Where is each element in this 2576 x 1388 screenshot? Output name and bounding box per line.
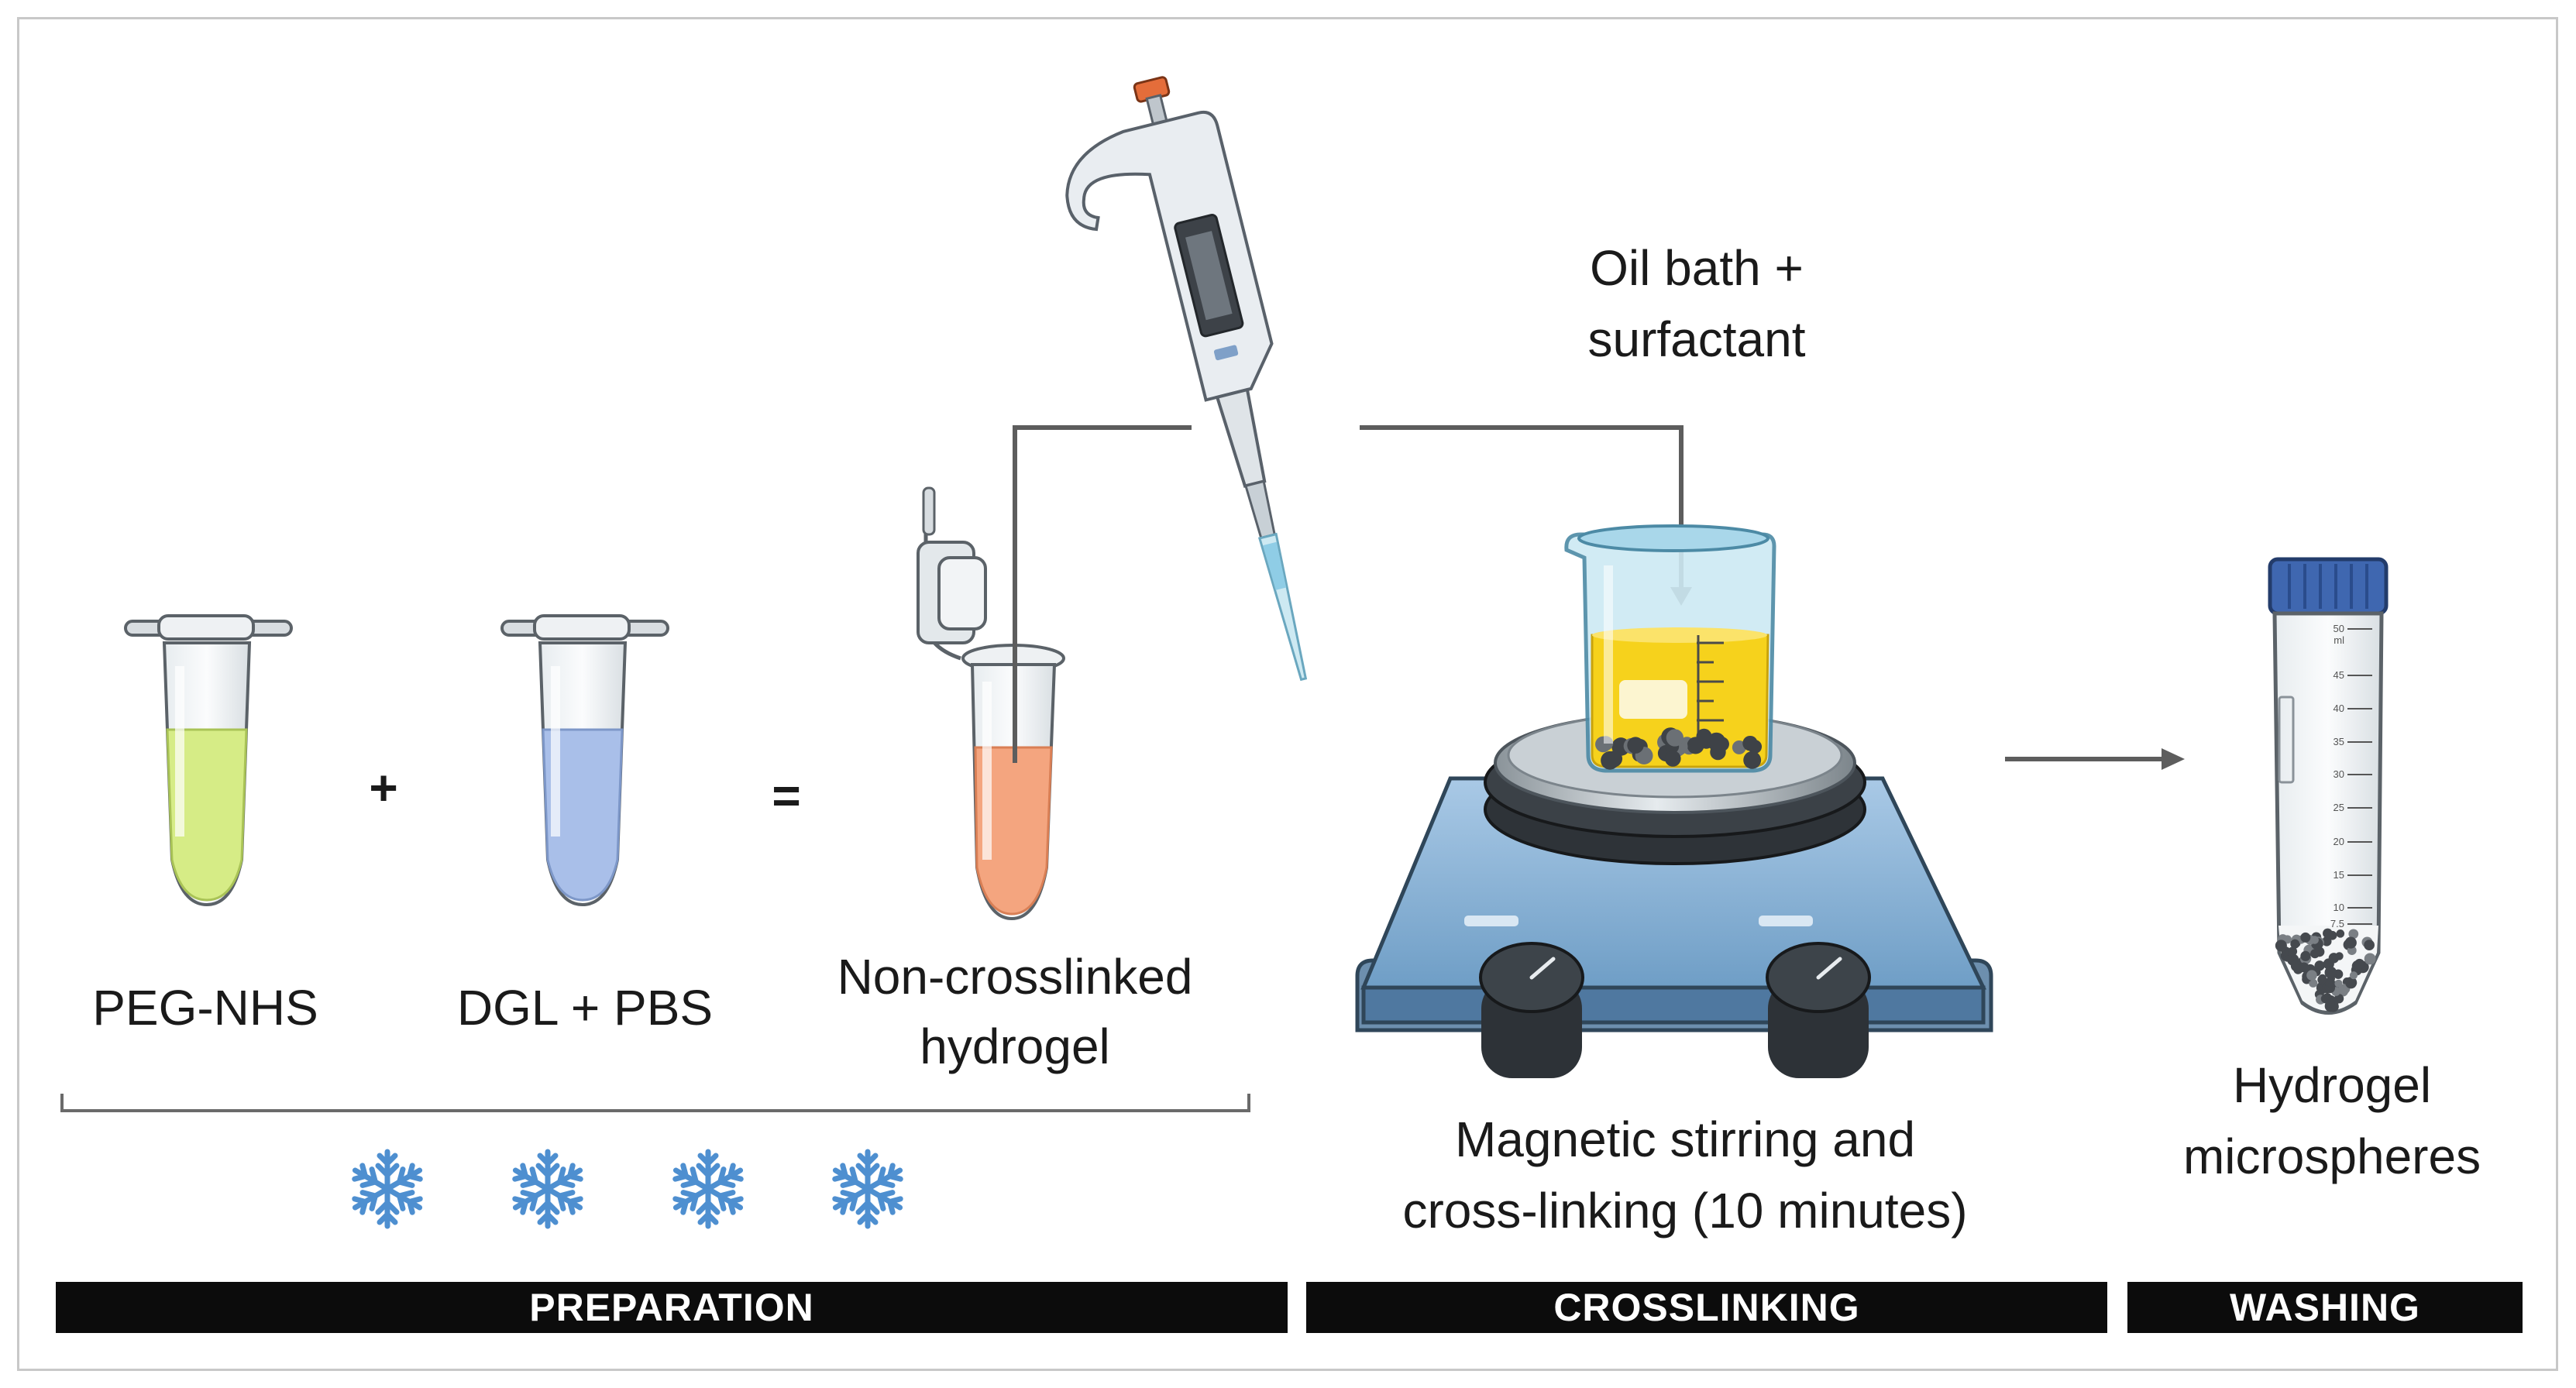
stirring-label-line2: cross-linking (10 minutes) [1402,1183,1968,1239]
bead [1743,751,1762,769]
stirrer-knob-left [1479,942,1584,1078]
microsphere [2323,928,2333,939]
microsphere [2314,960,2325,971]
microsphere [2364,940,2375,950]
bead [1607,753,1622,768]
microsphere [2324,966,2337,979]
microsphere [2335,952,2344,960]
bead [1696,731,1711,745]
hydrogel-beads-in-beaker [1595,727,1763,770]
beaker-illustration [1564,524,1776,773]
equals-operator: = [772,768,801,823]
snowflake-icon [671,1152,745,1226]
microsphere [2322,936,2332,947]
microsphere [2310,949,2320,959]
graduation-label: 10 [2334,902,2344,913]
bead [1707,732,1726,751]
oil-bath-label-line2: surfactant [1587,311,1806,367]
pipette-illustration [1065,76,1308,682]
graduation-label: 50 [2334,623,2344,634]
step-bar-washing: WASHING [2127,1282,2523,1333]
snowflake-icon [511,1152,584,1226]
microsphere [2310,936,2319,944]
oil-bath-label-line1: Oil bath + [1590,240,1804,296]
non-crosslinked-label-line1: Non-crosslinked [837,949,1193,1005]
dgl-pbs-label: DGL + PBS [456,980,714,1036]
microsphere [2344,936,2357,949]
stirring-label-line1: Magnetic stirring and [1454,1111,1916,1167]
plus-operator: + [369,760,398,816]
flow-arrow-to-washing [2005,748,2185,770]
graduation-label: 40 [2334,703,2344,714]
step-bar-crosslinking: CROSSLINKING [1306,1282,2107,1333]
stirrer-knob-right [1766,942,1871,1078]
microsphere [2336,929,2345,938]
graduation-label: 20 [2334,836,2344,847]
graduation-label: 15 [2334,869,2344,881]
graduation-label: 30 [2334,768,2344,780]
peg-nhs-tube [124,614,293,907]
graduation-label: 7.5 [2330,918,2344,929]
hydrogel-microspheres-in-tube [2275,928,2376,1012]
microsphere [2299,962,2309,973]
bead [1742,735,1758,751]
bead [1666,729,1684,747]
step-bar-preparation: PREPARATION [56,1282,1288,1333]
peg-nhs-label: PEG-NHS [92,980,318,1036]
graduation-label: 45 [2334,669,2344,681]
microsphere [2300,950,2311,961]
microsphere [2364,953,2376,965]
bead [1732,740,1746,754]
hydrogel-tube [917,486,1065,921]
dgl-pbs-tube [500,614,669,907]
snowflake-icon [350,1152,424,1226]
flow-connector [1013,425,1684,763]
microsphere [2306,970,2317,981]
graduation-label: 25 [2334,802,2344,813]
microsphere [2275,940,2287,952]
snowflake-icon [831,1152,904,1226]
microsphere [2317,975,2327,984]
bead [1627,737,1644,754]
microsphere [2309,978,2318,988]
microsphere [2290,939,2300,949]
microsphere [2334,979,2343,988]
non-crosslinked-label-line2: hydrogel [920,1019,1110,1074]
microsphere [2344,977,2358,989]
microsphere [2300,932,2311,943]
microsphere [2348,929,2359,940]
microsphere [2354,958,2365,970]
microspheres-label-line1: Hydrogel [2232,1057,2432,1113]
microspheres-label-line2: microspheres [2182,1129,2481,1184]
graduation-label: ml [2334,634,2344,646]
figure-frame [17,17,2558,1371]
microsphere [2349,971,2358,980]
bead [1664,751,1681,767]
microsphere [2288,947,2298,957]
preparation-bracket [60,1094,1250,1112]
graduation-label: 35 [2334,736,2344,747]
microsphere [2326,998,2335,1008]
